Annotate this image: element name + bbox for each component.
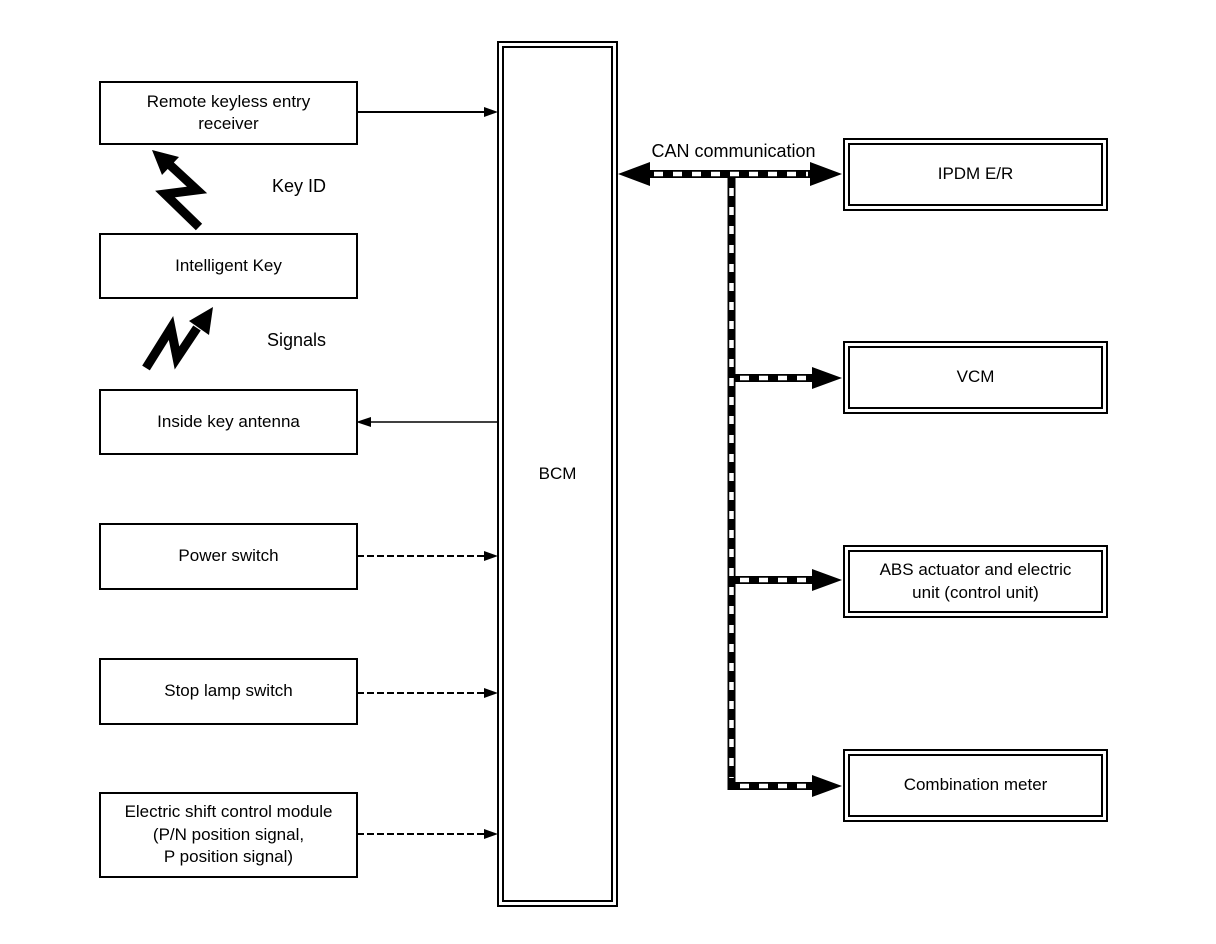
node-label: Power switch <box>178 546 279 566</box>
node-power-switch: Power switch <box>99 523 358 590</box>
key-id-label: Key ID <box>272 176 327 196</box>
node-inner-border: VCM <box>848 346 1103 409</box>
node-combination-meter: Combination meter <box>843 749 1108 822</box>
node-remote-keyless-entry-receiver: Remote keyless entry receiver <box>99 81 358 145</box>
node-electric-shift-control-module: Electric shift control module (P/N posit… <box>99 792 358 878</box>
node-bcm: BCM <box>497 41 618 907</box>
can-communication-label: CAN communication <box>651 141 816 161</box>
node-label: Electric shift control module (P/N posit… <box>124 802 333 867</box>
signals-label: Signals <box>267 330 327 350</box>
node-label: IPDM E/R <box>937 164 1014 184</box>
node-label: Remote keyless entry receiver <box>146 91 311 133</box>
wireless-key-id-icon <box>152 150 208 231</box>
node-inner-border: IPDM E/R <box>848 143 1103 206</box>
node-stop-lamp-switch: Stop lamp switch <box>99 658 358 725</box>
node-abs-actuator-and-electric-unit: ABS actuator and electric unit (control … <box>843 545 1108 618</box>
node-inside-key-antenna: Inside key antenna <box>99 389 358 455</box>
bcm-to-inside-antenna-arrow <box>356 417 497 427</box>
stop-lamp-to-bcm-arrow <box>357 688 498 698</box>
node-inner-border: ABS actuator and electric unit (control … <box>848 550 1103 613</box>
node-label: ABS actuator and electric unit (control … <box>879 560 1072 602</box>
node-bcm-inner-border: BCM <box>502 46 613 902</box>
node-label: Stop lamp switch <box>164 681 293 701</box>
node-inner-border: Combination meter <box>848 754 1103 817</box>
node-label: Intelligent Key <box>175 255 282 275</box>
node-label: VCM <box>956 367 995 387</box>
remote-receiver-to-bcm-arrow <box>357 107 498 117</box>
can-bus-arrow <box>618 162 842 797</box>
shift-module-to-bcm-arrow <box>357 829 498 839</box>
node-label: BCM <box>538 463 577 483</box>
wireless-signals-icon <box>142 307 213 371</box>
node-label: Combination meter <box>903 775 1048 795</box>
power-switch-to-bcm-arrow <box>357 551 498 561</box>
node-vcm: VCM <box>843 341 1108 414</box>
node-label: Inside key antenna <box>157 411 300 431</box>
node-ipdm-er: IPDM E/R <box>843 138 1108 211</box>
node-intelligent-key: Intelligent Key <box>99 233 358 299</box>
